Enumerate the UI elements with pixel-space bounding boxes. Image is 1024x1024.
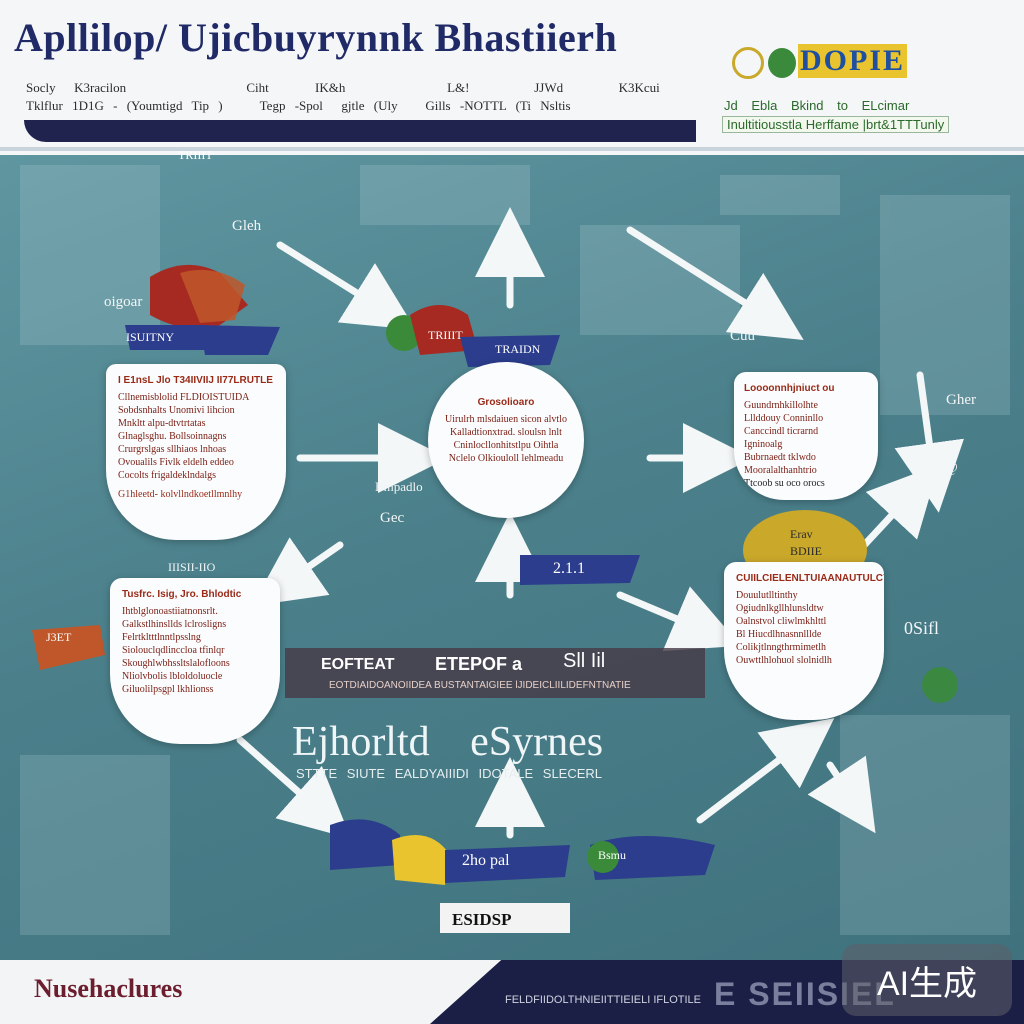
- tag-red-top: TRIIIT: [428, 328, 463, 342]
- label-left-bottom: IIISII-IIO: [168, 560, 216, 574]
- label-gec: Gec: [380, 510, 405, 526]
- header-subtitle-row-1: Socly K3racilon Ciht IK&h L&! JJWd K3Kcu…: [26, 80, 660, 95]
- node-right-top: Loooonnhjniuct ou Guundrnhkillolhte Llld…: [734, 372, 878, 500]
- logo-subline-1: Jd Ebla Bkind to ELcimar: [724, 98, 910, 113]
- logo-wordmark: DOPIE: [732, 44, 908, 80]
- tag-navy-left: ISUITNY: [126, 330, 174, 344]
- caption-strip: STTTE SIUTE EALDYAIIIDI IDOTALE SLECERL: [296, 766, 603, 781]
- tag-black-bottom: ESIDSP: [452, 910, 512, 929]
- label-left-upper: oigoar: [104, 294, 143, 310]
- brand-logo: DOPIE Jd Ebla Bkind to ELcimar Inultitio…: [722, 40, 1002, 140]
- diagram-connectors: [20, 165, 1010, 935]
- tag-navy-mid: 2.1.1: [553, 560, 585, 577]
- header-accent-bar: [24, 120, 696, 142]
- tag-green-bottom: Bsmu: [598, 848, 627, 862]
- tag-navy-top: TRAIDN: [495, 342, 541, 356]
- label-top-left: Gleh: [232, 218, 262, 234]
- header-divider: [0, 147, 1024, 151]
- label-right-mid: @: [944, 460, 958, 476]
- page-title: Apllilop/ Ujicbuyrynnk Bhastiierh: [14, 15, 618, 60]
- logo-ring-icon: [732, 47, 764, 80]
- tag-navy-bottom: 2ho pal: [462, 852, 510, 869]
- tag-red-top-left: TRIIIT: [178, 148, 213, 162]
- footer-title: Nusehaclures: [34, 974, 183, 1003]
- footer-small-text: FELDFIIDOLTHNIEIITTIEIELI IFLOTILE: [505, 994, 701, 1006]
- node-top-left: I E1nsL Jlo T34IIVIIJ II77LRUTLE Cllnemi…: [106, 364, 286, 540]
- label-right-low: 0Sifl: [904, 618, 940, 638]
- logo-figure-icon: [768, 48, 796, 79]
- tag-gold-disc-2: BDIIE: [790, 544, 822, 558]
- logo-subline-2: Inultitiousstla Herffame |brt&1TTTunly: [722, 116, 950, 133]
- center-banner: EOFTEAT ETEPOF a Sll Iil EOTDIAIDOANOIID…: [285, 648, 705, 698]
- arrows: [236, 207, 965, 839]
- ai-generated-badge: AI生成: [842, 944, 1012, 1016]
- node-bottom-left: Tusfrc. Isig, Jro. Bhlodtic Ihtblglonoas…: [110, 578, 280, 744]
- tag-orange-left: J3ET: [46, 630, 72, 644]
- label-left-mid: Bmpadlo: [375, 479, 423, 494]
- node-center: Grosolioaro Uirulrh mlsdaiuen sicon alvt…: [428, 362, 584, 518]
- big-caption: Ejhorltd eSyrnes: [292, 719, 604, 765]
- node-right-bottom: CUIILCIELENLTUIAANAUTULCY Douulutlltinth…: [724, 562, 884, 720]
- tag-gold-disc-1: Erav: [790, 527, 813, 541]
- header-subtitle-row-2: Tklflur 1D1G - (Youmtigd Tip ) Tegp -Spo…: [26, 98, 571, 113]
- label-right-far: Gher: [946, 392, 976, 408]
- label-right-top: Cuu: [730, 328, 756, 344]
